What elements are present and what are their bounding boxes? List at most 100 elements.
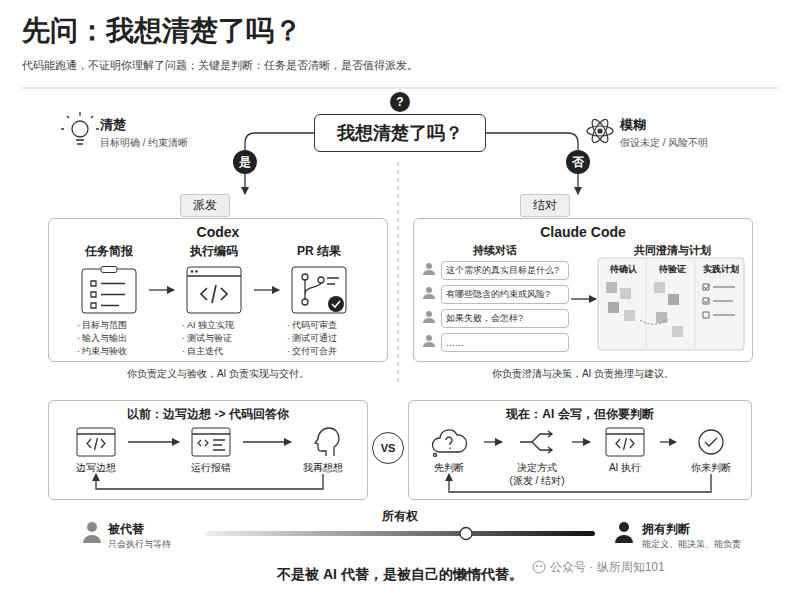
node-text: · 测试与验证 xyxy=(174,332,233,345)
node-text: · 交付可合并 xyxy=(279,345,338,358)
flow-step: 你来判断 xyxy=(676,427,746,474)
connector xyxy=(571,298,596,299)
caption: 不是被 AI 代替，是被自己的懒惰代替。 xyxy=(277,566,523,584)
code-icon xyxy=(187,275,241,276)
node-label: 结对 xyxy=(533,197,557,214)
watermark-icon xyxy=(533,561,545,573)
node-label: 先判断 xyxy=(434,461,464,474)
brief-icon xyxy=(82,269,136,313)
plan-board xyxy=(704,285,735,315)
code-icon xyxy=(186,266,242,314)
step-column: PR 结果· 代码可审查· 测试可通过· 交付可合并 xyxy=(279,243,359,358)
node-label: 运行报错 xyxy=(191,461,231,474)
note-label: 模糊 xyxy=(620,116,646,134)
ownership-bar xyxy=(205,531,595,536)
node-label: 否 xyxy=(572,154,584,171)
plan-board xyxy=(695,260,696,348)
pr-icon xyxy=(302,299,308,305)
node-label: 共同澄清与计划 xyxy=(596,243,748,258)
brief-icon xyxy=(91,281,125,308)
pr-icon xyxy=(328,296,344,312)
node-label: …… xyxy=(446,338,464,348)
person-icons xyxy=(426,311,432,317)
person-icons xyxy=(423,263,435,347)
code-icon xyxy=(187,267,241,313)
node-label: AI 执行 xyxy=(609,461,641,474)
flow-step: 运行报错 xyxy=(179,427,243,474)
flow-step: 决定方式(派发 / 结对) xyxy=(502,427,572,487)
person-icons xyxy=(423,294,435,299)
connector xyxy=(449,474,711,492)
connector xyxy=(149,289,174,290)
atom-icon xyxy=(589,117,611,145)
bulb-icon xyxy=(72,121,88,137)
node-label: 执行编码 xyxy=(190,243,238,260)
watermark-icon xyxy=(540,565,542,567)
vs-circle: VS xyxy=(372,432,404,464)
check-icon xyxy=(699,430,723,454)
connector xyxy=(96,474,323,489)
node-text: · 自主迭代 xyxy=(174,345,224,358)
person-icon xyxy=(619,522,629,532)
plan-board xyxy=(598,258,744,350)
chat-bubble: 如果失败，会怎样? xyxy=(441,309,569,328)
codes-icon xyxy=(76,427,116,457)
atom-icon xyxy=(587,126,613,136)
note-label: 只会执行与等待 xyxy=(108,538,171,551)
plan-board xyxy=(606,282,617,293)
node-text: · 目标与范围 xyxy=(69,319,128,332)
node-text: · 测试可通过 xyxy=(279,332,338,345)
codes-icon xyxy=(77,433,115,434)
plan-board xyxy=(620,288,631,299)
note-label: 拥有判断 xyxy=(642,521,690,538)
person-icon xyxy=(615,535,633,543)
board-column: 实践计划 xyxy=(698,263,744,276)
mode-tag: 结对 xyxy=(520,194,570,217)
decision-dot: 是 xyxy=(233,150,257,174)
node-text: · 输入与输出 xyxy=(69,332,128,345)
plan-board xyxy=(624,310,635,321)
codes-icon xyxy=(87,438,105,450)
pr-icon xyxy=(291,266,347,314)
plan-board xyxy=(668,294,679,305)
chat-bubble: …… xyxy=(441,333,569,352)
connector xyxy=(572,441,590,442)
code-icon xyxy=(201,285,227,303)
codes-icon xyxy=(606,433,644,434)
check-icon xyxy=(705,438,717,446)
codex-panel: Codex任务简报· 目标与范围· 输入与输出· 约束与验收执行编码· AI 独… xyxy=(48,218,388,362)
divider xyxy=(398,162,399,382)
person-icons xyxy=(423,270,435,275)
brief-icon xyxy=(101,267,117,273)
person-icons xyxy=(426,287,432,293)
codes-icon xyxy=(616,438,634,450)
node-label: PR 结果 xyxy=(297,243,341,260)
plan-board xyxy=(654,282,665,293)
rule-line xyxy=(22,88,778,89)
cloud-icon xyxy=(434,454,437,457)
coderun-icon xyxy=(192,433,230,434)
node-label: 派发 xyxy=(193,197,217,214)
question-box: 我想清楚了吗？ xyxy=(314,114,486,152)
node-label: 以前：边写边想 -> 代码回答你 xyxy=(49,406,367,423)
pr-icon xyxy=(305,278,339,299)
coderun-icon xyxy=(192,428,230,456)
connector xyxy=(660,441,676,442)
codes-icon xyxy=(605,427,645,457)
codes-icon xyxy=(77,428,115,456)
connector xyxy=(244,174,245,194)
pr-icon xyxy=(292,267,346,313)
cloud-icon xyxy=(432,430,466,452)
person-icon xyxy=(87,522,97,532)
node-label: VS xyxy=(381,442,396,454)
node-label: 有哪些隐含的约束或风险? xyxy=(446,288,550,301)
board-column: 待确认 xyxy=(600,263,646,276)
connector xyxy=(245,133,314,150)
plan-board xyxy=(598,258,744,350)
connector xyxy=(243,441,291,442)
bulb-icon xyxy=(61,112,99,144)
page-title: 先问：我想清楚了吗？ xyxy=(22,12,302,50)
chat-bubble: 这个需求的真实目标是什么? xyxy=(441,261,569,280)
rule-line xyxy=(22,88,778,89)
node-label: Codex xyxy=(49,224,387,240)
